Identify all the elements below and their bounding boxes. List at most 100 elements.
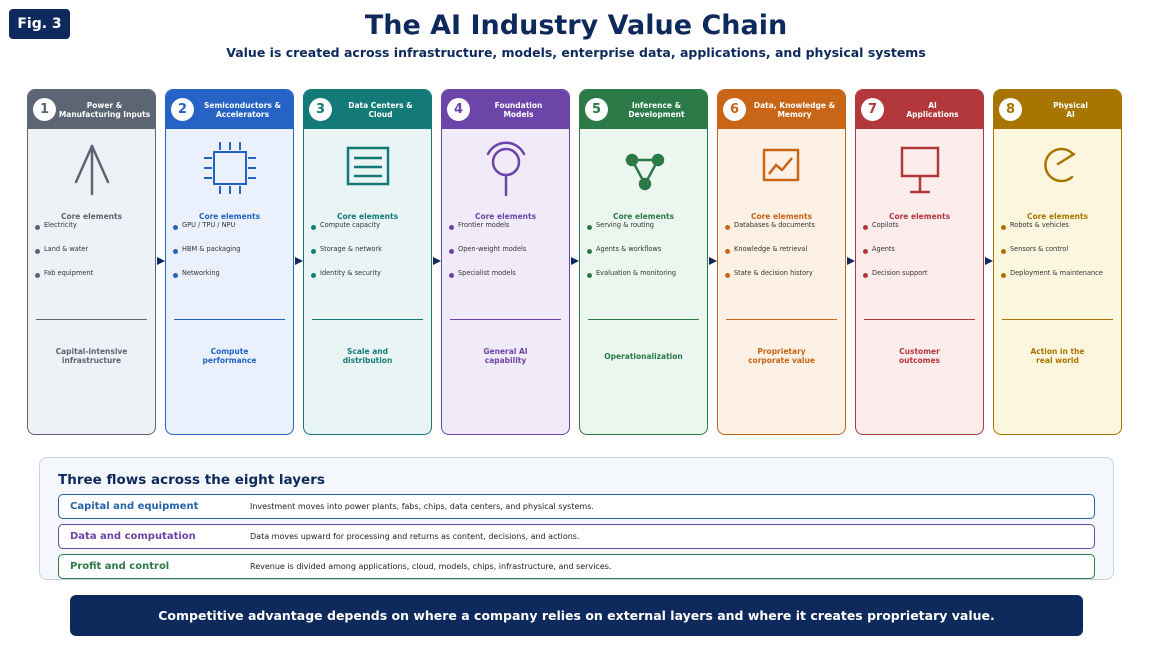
robot-arm-icon — [994, 138, 1121, 198]
layer-outcome: Capital-intensive infrastructure — [55, 347, 128, 365]
core-element-text: State & decision history — [734, 269, 813, 277]
core-element-text: Sensors & control — [1010, 245, 1069, 253]
bullet-dot — [311, 273, 316, 278]
arrow-right-icon — [295, 257, 303, 265]
value-chain-layers: 1 Power & Manufacturing Inputs Core elem… — [27, 89, 1124, 435]
layer-title: Data, Knowledge & Memory — [753, 100, 836, 119]
core-element: State & decision history — [724, 269, 843, 293]
layer-title: Foundation Models — [494, 100, 543, 119]
workflow-graph-icon — [580, 138, 707, 198]
core-element-text: GPU / TPU / NPU — [182, 221, 236, 229]
bullet-dot — [311, 225, 316, 230]
flow-name: Capital and equipment — [70, 501, 199, 512]
layer-title: Power & Manufacturing Inputs — [58, 100, 151, 119]
layer-title: Physical AI — [1053, 100, 1088, 119]
layer-card-1: 1 Power & Manufacturing Inputs Core elem… — [27, 89, 156, 435]
bullet-dot — [863, 249, 868, 254]
bullet-dot — [173, 249, 178, 254]
layer-header: 6 Data, Knowledge & Memory — [718, 90, 845, 129]
figure-label: Fig. 3 — [9, 9, 70, 39]
core-element-text: Agents — [872, 245, 895, 253]
core-element: Copilots — [862, 221, 981, 245]
core-element-text: Storage & network — [320, 245, 382, 253]
core-elements-label: Core elements — [60, 212, 123, 221]
bullet-dot — [311, 249, 316, 254]
bullet-dot — [863, 273, 868, 278]
core-element: Knowledge & retrieval — [724, 245, 843, 269]
power-tower-icon — [28, 138, 155, 198]
arrow-right-icon — [847, 257, 855, 265]
flow-row-data: Data and computation Data moves upward f… — [58, 524, 1095, 549]
layer-card-3: 3 Data Centers & Cloud Core elements Com… — [303, 89, 432, 435]
layer-card-2: 2 Semiconductors & Accelerators Core ele… — [165, 89, 294, 435]
core-element-text: Frontier models — [458, 221, 510, 229]
layer-number: 5 — [585, 98, 608, 121]
core-element: Evaluation & monitoring — [586, 269, 705, 293]
core-element: Sensors & control — [1000, 245, 1119, 269]
layer-card-7: 7 AI Applications Core elements Copilots… — [855, 89, 984, 435]
core-element: Robots & vehicles — [1000, 221, 1119, 245]
core-element: Databases & documents — [724, 221, 843, 245]
layer-card-8: 8 Physical AI Core elements Robots & veh… — [993, 89, 1122, 435]
model-node-icon — [442, 138, 569, 198]
divider — [1002, 319, 1113, 320]
core-elements-label: Core elements — [750, 212, 813, 221]
core-elements-label: Core elements — [198, 212, 261, 221]
arrow-right-icon — [985, 257, 993, 265]
core-element-text: Specialist models — [458, 269, 516, 277]
presentation-board-icon — [856, 138, 983, 198]
core-element: Agents — [862, 245, 981, 269]
core-element: Agents & workflows — [586, 245, 705, 269]
core-elements-label: Core elements — [474, 212, 537, 221]
flow-name: Profit and control — [70, 561, 170, 572]
flow-description: Revenue is divided among applications, c… — [250, 562, 612, 571]
core-element: GPU / TPU / NPU — [172, 221, 291, 245]
arrow-right-icon — [157, 257, 165, 265]
core-elements-label: Core elements — [888, 212, 951, 221]
core-element: Serving & routing — [586, 221, 705, 245]
layer-outcome: Compute performance — [202, 347, 257, 365]
page-title: The AI Industry Value Chain — [364, 10, 788, 41]
core-element-text: Networking — [182, 269, 220, 277]
core-element-text: Agents & workflows — [596, 245, 662, 253]
arrow-right-icon — [709, 257, 717, 265]
flow-row-profit: Profit and control Revenue is divided am… — [58, 554, 1095, 579]
flow-description: Investment moves into power plants, fabs… — [250, 502, 594, 511]
layer-header: 4 Foundation Models — [442, 90, 569, 129]
bullet-dot — [725, 249, 730, 254]
core-element-text: Knowledge & retrieval — [734, 245, 808, 253]
bullet-dot — [863, 225, 868, 230]
core-elements-label: Core elements — [336, 212, 399, 221]
core-element: Networking — [172, 269, 291, 293]
layer-title: AI Applications — [906, 100, 959, 119]
core-element-text: Open-weight models — [458, 245, 527, 253]
core-element-text: HBM & packaging — [182, 245, 241, 253]
core-element-text: Decision support — [872, 269, 928, 277]
core-element-text: Identity & security — [320, 269, 381, 277]
core-element: Frontier models — [448, 221, 567, 245]
divider — [312, 319, 423, 320]
bullet-dot — [173, 273, 178, 278]
core-element-text: Compute capacity — [320, 221, 381, 229]
core-element-text: Copilots — [872, 221, 899, 229]
layer-number: 2 — [171, 98, 194, 121]
arrow-right-icon — [571, 257, 579, 265]
layer-title: Semiconductors & Accelerators — [203, 100, 282, 119]
layer-card-5: 5 Inference & Development Core elements … — [579, 89, 708, 435]
layer-title: Inference & Development — [628, 100, 685, 119]
bullet-dot — [449, 225, 454, 230]
layer-number: 3 — [309, 98, 332, 121]
layer-header: 1 Power & Manufacturing Inputs — [28, 90, 155, 129]
arrow-right-icon — [433, 257, 441, 265]
core-element: Land & water — [34, 245, 153, 269]
bullet-dot — [587, 273, 592, 278]
layer-card-4: 4 Foundation Models Core elements Fronti… — [441, 89, 570, 435]
bullet-dot — [587, 249, 592, 254]
layer-header: 3 Data Centers & Cloud — [304, 90, 431, 129]
divider — [726, 319, 837, 320]
core-element-text: Deployment & maintenance — [1010, 269, 1103, 277]
bullet-dot — [35, 273, 40, 278]
